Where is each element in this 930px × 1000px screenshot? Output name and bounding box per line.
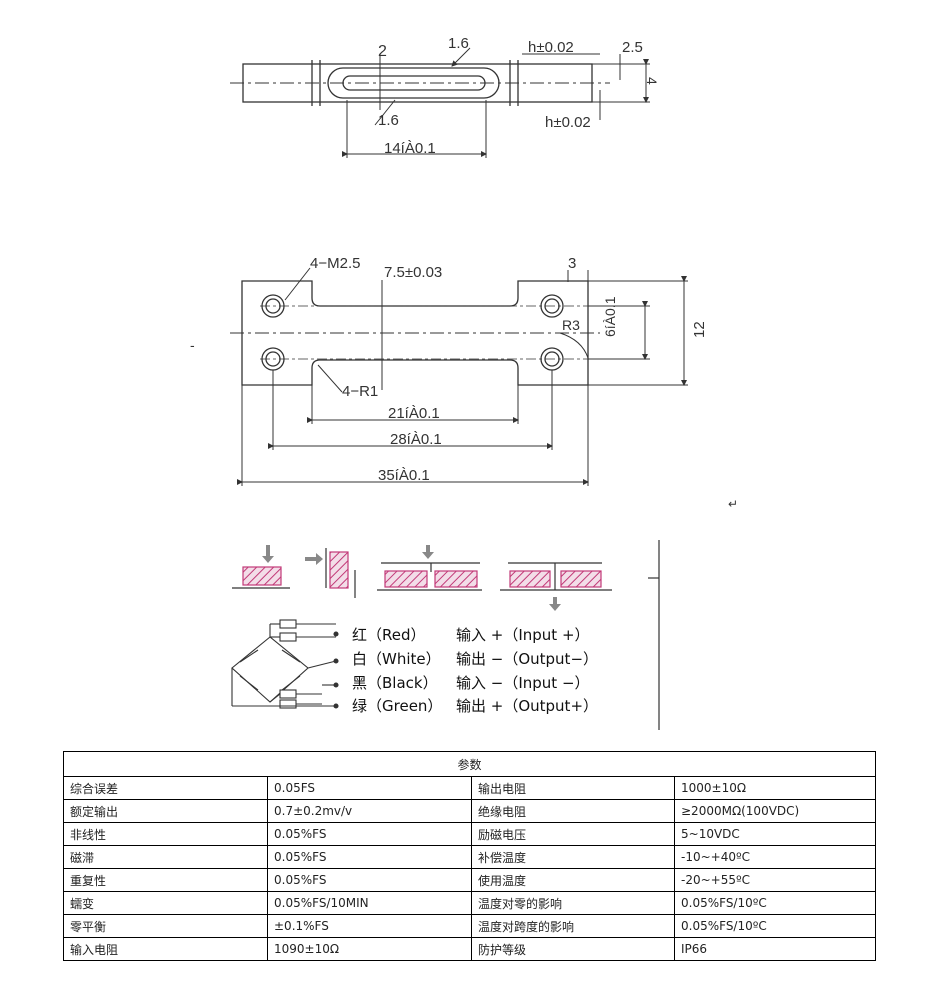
param-name: 输入电阻 <box>63 937 268 961</box>
paragraph-mark: ↵ <box>728 497 738 511</box>
param-value: 1090±10Ω <box>267 937 472 961</box>
dim-3: 3 <box>568 255 576 272</box>
param-value: IP66 <box>673 937 877 961</box>
param-value: 0.05FS <box>267 776 472 800</box>
dim-h-bottom: h±0.02 <box>545 114 591 131</box>
dim-4: 4 <box>644 77 660 85</box>
arrow-right-icon <box>305 553 323 565</box>
bridge-circuit <box>231 619 339 709</box>
param-value: 0.05%FS <box>267 845 472 869</box>
param-name: 重复性 <box>63 868 268 892</box>
param-name: 温度对跨度的影响 <box>471 914 675 938</box>
dim-35: 35íÀ0.1 <box>378 467 430 484</box>
param-name: 防护等级 <box>471 937 675 961</box>
arrow-down-icon <box>262 545 274 563</box>
param-value: ±0.1%FS <box>267 914 472 938</box>
top-view <box>230 47 650 158</box>
arrow-down-icon <box>549 597 561 611</box>
param-value: -20~+55ºC <box>673 868 877 892</box>
param-value: 0.05%FS/10ºC <box>673 914 877 938</box>
param-value: 0.05%FS/10ºC <box>673 891 877 915</box>
param-value: 0.05%FS/10MIN <box>267 891 472 915</box>
dim-2: 2 <box>378 43 387 60</box>
param-name: 励磁电压 <box>471 822 675 846</box>
dim-1-6-bottom: 1.6 <box>378 112 399 129</box>
dim-14: 14íÀ0.1 <box>384 140 436 157</box>
dim-4-r1: 4−R1 <box>342 383 378 400</box>
wire-row-green: 绿（Green） 输出 +（Output+） <box>352 695 598 716</box>
param-name: 非线性 <box>63 822 268 846</box>
dim-12: 12 <box>691 321 708 338</box>
wire-signal: 输出 +（Output+） <box>456 697 599 715</box>
plan-view <box>230 267 688 486</box>
wire-row-red: 红（Red） 输入 +（Input +） <box>352 624 590 645</box>
technical-drawing: 2 1.6 h±0.02 2.5 4 1.6 h±0.02 14íÀ0.1 <box>190 35 738 730</box>
dim-7-5: 7.5±0.03 <box>384 264 442 281</box>
dim-4-m2-5: 4−M2.5 <box>310 255 360 272</box>
dim-h-top: h±0.02 <box>528 39 574 56</box>
wire-color: 绿（Green） <box>352 697 443 715</box>
dim-6: 6íÀ0.1 <box>602 296 618 337</box>
wire-row-white: 白（White） 输出 −（Output−） <box>352 648 598 669</box>
dim-28: 28íÀ0.1 <box>390 431 442 448</box>
wire-signal: 输入 −（Input −） <box>456 674 590 692</box>
slot-outline <box>327 67 500 99</box>
param-name: 使用温度 <box>471 868 675 892</box>
table-header-row: 参数 <box>62 751 877 777</box>
dim-1-6-top: 1.6 <box>448 35 469 52</box>
param-name: 额定输出 <box>63 799 268 823</box>
dim-r3: R3 <box>562 317 580 333</box>
wire-signal: 输入 +（Input +） <box>456 626 590 644</box>
arrow-down-icon <box>422 545 434 559</box>
param-name: 磁滞 <box>63 845 268 869</box>
param-value: -10~+40ºC <box>673 845 877 869</box>
param-name: 温度对零的影响 <box>471 891 675 915</box>
param-value: 5~10VDC <box>673 822 877 846</box>
wire-color: 白（White） <box>352 650 441 668</box>
param-name: 绝缘电阻 <box>471 799 675 823</box>
param-value: ≥2000MΩ(100VDC) <box>673 799 877 823</box>
wire-signal: 输出 −（Output−） <box>456 650 599 668</box>
param-value: 1000±10Ω <box>673 776 877 800</box>
param-value: 0.7±0.2mv/v <box>267 799 472 823</box>
param-value: 0.05%FS <box>267 822 472 846</box>
param-value: 0.05%FS <box>267 868 472 892</box>
dim-2-5: 2.5 <box>622 39 643 56</box>
loading-diagrams <box>232 540 660 730</box>
table-title: 参数 <box>62 751 877 777</box>
param-name: 综合误差 <box>63 776 268 800</box>
param-name: 零平衡 <box>63 914 268 938</box>
param-name: 输出电阻 <box>471 776 675 800</box>
svg-text:-: - <box>190 337 195 353</box>
param-name: 补偿温度 <box>471 845 675 869</box>
dim-21: 21íÀ0.1 <box>388 405 440 422</box>
wire-row-black: 黑（Black） 输入 −（Input −） <box>352 672 590 693</box>
param-name: 蠕变 <box>63 891 268 915</box>
wire-color: 黑（Black） <box>352 674 438 692</box>
wire-color: 红（Red） <box>352 626 426 644</box>
